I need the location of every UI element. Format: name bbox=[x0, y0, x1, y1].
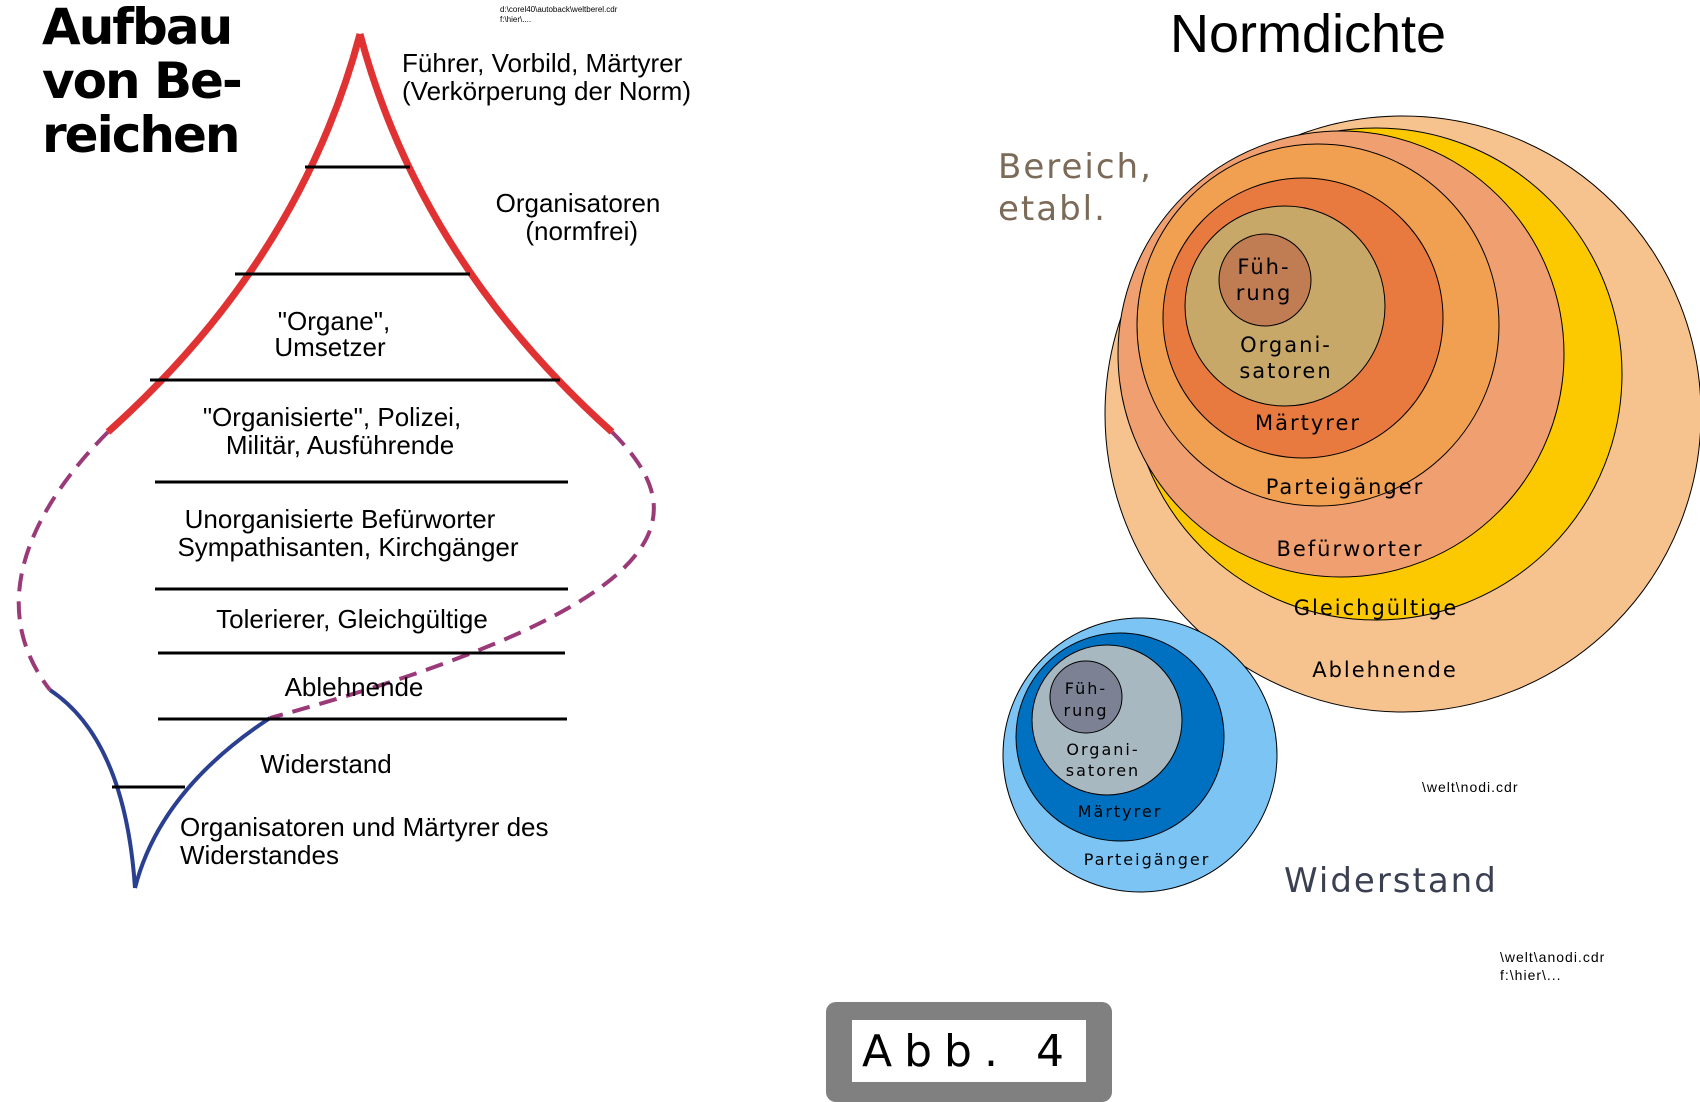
ring-label-fuehrung-line-1: Füh- bbox=[1237, 255, 1290, 279]
left-title-line-1: Aufbau bbox=[42, 0, 231, 56]
right-diagram: Normdichte Bereich, etabl. Ablehnende Gl… bbox=[998, 4, 1700, 983]
bereich-label-line-2: etabl. bbox=[998, 189, 1107, 229]
file-note-nodi: \welt\nodi.cdr bbox=[1422, 779, 1518, 795]
red-outline-left bbox=[105, 33, 364, 435]
ring-fuehrung bbox=[1218, 233, 1312, 327]
level-ablehnende: Ablehnende bbox=[285, 672, 424, 702]
blue-outline-left bbox=[48, 688, 137, 889]
red-outline-right bbox=[356, 33, 615, 435]
level-widerstand-organisatoren-line-1: Organisatoren und Märtyrer des bbox=[180, 812, 549, 842]
ring-label-befuerworter: Befürworter bbox=[1276, 537, 1423, 561]
widerstand-label-parteigaenger: Parteigänger bbox=[1084, 850, 1211, 869]
level-fuehrer-line-2: (Verkörperung der Norm) bbox=[402, 76, 691, 106]
ring-label-organisatoren-line-1: Organi- bbox=[1240, 333, 1332, 357]
left-title-line-2: von Be- bbox=[42, 52, 241, 110]
level-organisatoren-line-1: Organisatoren bbox=[496, 188, 661, 218]
level-organisierte-line-2: Militär, Ausführende bbox=[226, 430, 454, 460]
level-widerstand-organisatoren-line-2: Widerstandes bbox=[180, 840, 339, 870]
level-organe-line-1: "Organe", bbox=[278, 306, 390, 336]
widerstand-label-fuehrung-line-2: rung bbox=[1063, 701, 1108, 720]
purple-dashed-outline-right bbox=[269, 430, 656, 720]
level-fuehrer-line-1: Führer, Vorbild, Märtyrer bbox=[402, 48, 683, 78]
bereich-label-line-1: Bereich, bbox=[998, 147, 1153, 187]
level-tolerierer: Tolerierer, Gleichgültige bbox=[216, 604, 488, 634]
ring-label-gleichgueltige: Gleichgültige bbox=[1294, 596, 1459, 620]
file-note-anodi-line-1: \welt\anodi.cdr bbox=[1500, 949, 1605, 965]
left-file-path-1: d:\corel40\autoback\weltberel.cdr bbox=[500, 5, 618, 14]
purple-dashed-outline-left bbox=[16, 430, 110, 692]
ring-label-parteigaenger: Parteigänger bbox=[1266, 475, 1425, 499]
widerstand-label-organisatoren-line-2: satoren bbox=[1066, 761, 1140, 780]
level-organisatoren-line-2: (normfrei) bbox=[525, 216, 638, 246]
ring-label-maertyrer: Märtyrer bbox=[1255, 411, 1361, 435]
ring-label-organisatoren-line-2: satoren bbox=[1239, 359, 1332, 383]
left-diagram: Aufbau von Be- reichen d:\corel40\autoba… bbox=[16, 0, 691, 889]
file-note-anodi-line-2: f:\hier\... bbox=[1500, 967, 1562, 983]
level-organisierte-line-1: "Organisierte", Polizei, bbox=[203, 402, 461, 432]
level-unorganisierte-line-1: Unorganisierte Befürworter bbox=[185, 504, 496, 534]
left-file-path-2: f:\hier\.... bbox=[500, 15, 531, 24]
left-title-line-3: reichen bbox=[42, 106, 238, 164]
level-widerstand: Widerstand bbox=[260, 749, 392, 779]
widerstand-ring-fuehrung bbox=[1049, 660, 1123, 734]
widerstand-title: Widerstand bbox=[1284, 861, 1498, 901]
ring-label-fuehrung-line-2: rung bbox=[1236, 281, 1293, 305]
widerstand-label-fuehrung-line-1: Füh- bbox=[1065, 679, 1107, 698]
right-title: Normdichte bbox=[1170, 4, 1446, 64]
level-unorganisierte-line-2: Sympathisanten, Kirchgänger bbox=[177, 532, 518, 562]
blue-outline-right bbox=[133, 716, 272, 889]
level-organe-line-2: Umsetzer bbox=[274, 332, 386, 362]
widerstand-label-organisatoren-line-1: Organi- bbox=[1066, 740, 1139, 759]
widerstand-label-maertyrer: Märtyrer bbox=[1078, 802, 1163, 821]
figure-label: Abb. 4 bbox=[852, 1020, 1086, 1082]
ring-label-ablehnende: Ablehnende bbox=[1312, 658, 1458, 682]
